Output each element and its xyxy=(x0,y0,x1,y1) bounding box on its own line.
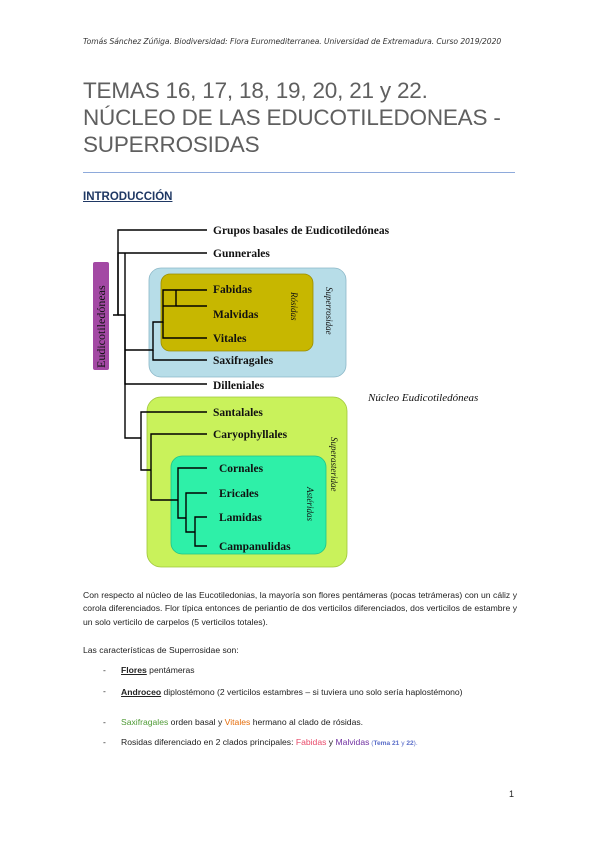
flores-description: pentámeras xyxy=(146,665,195,675)
root-label: Eudicotiledóneas xyxy=(94,285,108,368)
list-dash: - xyxy=(103,686,106,696)
ericales-label: Ericales xyxy=(219,488,259,500)
title-line-3: SUPERROSIDAS xyxy=(83,132,260,157)
vitales-label: Vitales xyxy=(213,333,247,345)
fabidas-text: Fabidas xyxy=(295,737,327,747)
gunnerales-label: Gunnerales xyxy=(213,248,270,260)
nucleo-label: Núcleo Eudicotiledóneas xyxy=(367,392,478,404)
malvidas-label: Malvidas xyxy=(213,309,259,321)
rosids-box xyxy=(160,273,314,352)
lamidas-label: Lamidas xyxy=(219,512,262,524)
page-number: 1 xyxy=(509,789,515,799)
title-underline xyxy=(83,172,515,173)
fabidas-label: Fabidas xyxy=(213,284,253,296)
tema-22-ref: 22 xyxy=(406,740,414,747)
androceo-description: diplostémono (2 verticilos estambres – s… xyxy=(161,687,463,697)
list-dash: - xyxy=(103,717,106,727)
section-heading: INTRODUCCIÓN xyxy=(83,191,173,203)
superrosidae-label: Superrosidae xyxy=(324,287,334,335)
superasteridae-label: Superasteridae xyxy=(329,437,339,492)
saxifragales-text: Saxifragales xyxy=(121,717,169,727)
santalales-label: Santalales xyxy=(213,407,263,419)
characteristics-intro: Las características de Superrosidae son: xyxy=(83,645,239,655)
asterids-group-label: Astéridas xyxy=(305,486,315,521)
list-dash: - xyxy=(103,737,106,747)
page-title: TEMAS 16, 17, 18, 19, 20, 21 y 22. NÚCLE… xyxy=(83,77,523,158)
vitales-text: Vitales xyxy=(224,717,251,727)
flores-term: Flores xyxy=(121,665,147,675)
cornales-label: Cornales xyxy=(219,463,264,475)
dilleniales-label: Dilleniales xyxy=(213,380,265,392)
title-line-2: NÚCLEO DE LAS EDUCOTILEDONEAS - xyxy=(83,105,501,130)
list-dash: - xyxy=(103,665,106,675)
androceo-term: Androceo xyxy=(121,687,162,697)
campanulidas-label: Campanulidas xyxy=(219,541,291,553)
title-line-1: TEMAS 16, 17, 18, 19, 20, 21 y 22. xyxy=(83,78,428,103)
page-header: Tomás Sánchez Zúñiga. Biodiversidad: Flo… xyxy=(83,37,502,46)
eudicot-root-box xyxy=(93,262,109,370)
malvidas-text: Malvidas xyxy=(335,737,370,747)
basal-label: Grupos basales de Eudicotiledóneas xyxy=(213,225,390,237)
saxifragales-label: Saxifragales xyxy=(213,355,274,367)
intro-paragraph: Con respecto al núcleo de las Eucotiledo… xyxy=(83,590,517,627)
caryophyllales-label: Caryophyllales xyxy=(213,429,288,441)
rosids-group-label: Rósidas xyxy=(289,291,299,321)
asterids-box xyxy=(170,455,327,555)
tema-21-ref: Tema 21 xyxy=(373,740,400,747)
